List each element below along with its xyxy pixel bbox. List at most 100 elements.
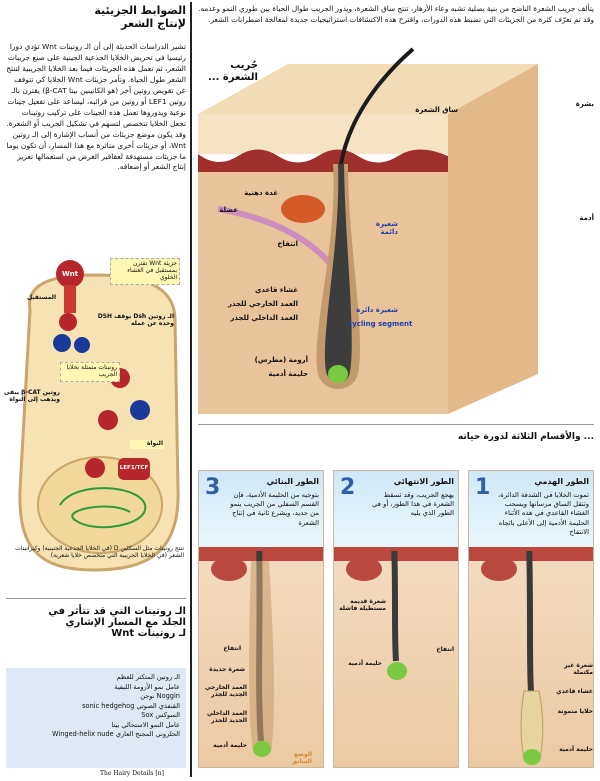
dermal-papilla — [328, 365, 348, 383]
phase-1-label-1: غشاء قاعدي — [556, 688, 593, 695]
gsk-protein — [53, 334, 71, 352]
phase-2-title: الطور الانتهائي — [393, 477, 454, 486]
phase-1-label-0: شعرة غير مكتملة — [564, 662, 593, 676]
cell-bottom-text: تنتج روتينات مثل السكلين D (في الخلايا ا… — [15, 545, 184, 559]
lef-block — [118, 458, 150, 480]
phase-3-label-0: انتفاخ — [223, 645, 241, 652]
label-shaft: ساق الشعرة — [415, 106, 458, 114]
follicle-title-line2: الشعرة ... — [207, 71, 258, 83]
page-footer: The Hairy Details [n] — [100, 770, 164, 777]
phase-1-number: 1 — [475, 475, 491, 500]
follicle-title: جُريب الشعرة ... — [198, 60, 258, 83]
left-title-line1: الضوابط الجزيئية — [94, 4, 186, 17]
label-sebaceous: غدة دهنية — [244, 189, 278, 197]
left-bottom-title-line3: لـ روتينات Wnt — [111, 628, 186, 639]
block-front-epidermis — [198, 114, 448, 154]
protein-item: Noggin نوجن — [140, 692, 180, 701]
left-bottom-title-line1: الـ روتينات التي قد تتأثر في — [48, 606, 186, 617]
phase-2-sky — [334, 471, 458, 547]
phase-3-gland — [211, 557, 247, 581]
phase-panel-1: 1 الطور الهدمي تموت الخلايا في الشدفة ال… — [468, 470, 594, 768]
phase-2-shaft-path — [391, 551, 399, 662]
phase-1-desc: تموت الخلايا في الشدفة الدائرة، وتنقل ال… — [498, 491, 589, 536]
left-bottom-title-line2: الجلد مع المسار الإشاري — [65, 617, 186, 628]
yellow-note: جزيئة Wnt تقترن بمستقبل في الغشاء الخلوي — [110, 258, 180, 285]
label-dermis: أدمة — [579, 214, 594, 222]
left-bottom-title: الـ روتينات التي قد تتأثر في الجلد مع ال… — [6, 606, 186, 639]
receptor-label: المستقبل — [26, 294, 56, 301]
left-title: الضوابط الجزيئية لإنتاج الشعر — [6, 4, 186, 30]
protein-item: عامل النمو الاستحالي بيتا — [111, 720, 180, 729]
nucleus-shape — [37, 456, 163, 554]
phase-3-papilla — [253, 741, 271, 757]
label-inner-sheath: الغمد الداخلي للجذر — [230, 314, 298, 322]
phase-2-number: 2 — [340, 475, 356, 500]
right-section-divider — [198, 424, 594, 425]
sebaceous-gland — [281, 195, 325, 223]
phase-panel-3: 3 الطور البنائي بتوجيه من الحليمة الأدمي… — [198, 470, 324, 768]
bcat-nuclear — [85, 458, 105, 478]
protein-list-box: الـ روتين المتكثر للعظم عامل نمو الأرومة… — [6, 668, 186, 768]
cell-diagram-svg — [18, 260, 180, 572]
phase-3-desc: بتوجيه من الحليمة الأدمية، فإن القسم الس… — [230, 491, 319, 527]
phase-1-title: الطور الهدمي — [534, 477, 589, 486]
label-papilla: حليمة أدمية — [268, 370, 308, 378]
phase-3-label-1: شعرة جديدة — [209, 666, 245, 673]
follicle-inner — [324, 164, 352, 383]
phase-1-papilla — [523, 749, 541, 765]
bcat-c — [98, 410, 118, 430]
cell-diagram: جزيئة Wnt تقترن بمستقبل في الغشاء الخلوي… — [0, 250, 190, 600]
phase-3-sheath-path — [249, 561, 275, 751]
block-blood-layer — [198, 149, 448, 172]
column-divider — [190, 2, 192, 777]
follicle-block: جُريب الشعرة ... بشرة أدمة ساق الشعرة غد… — [198, 44, 598, 424]
phase-3-title: الطور البنائي — [266, 477, 319, 486]
old-position-label: الوضع السابق — [291, 751, 312, 765]
hair-shaft — [339, 47, 415, 165]
left-body-text: تشير الدراسات الحديثة إلى أن الـ روتينات… — [6, 42, 186, 172]
label-matrix: أرومة (مطرس) — [254, 356, 308, 364]
phases-heading: ... والأقسام الثلاثة لدورة حياته — [457, 432, 594, 442]
label-epidermis: بشرة — [575, 100, 594, 108]
protein-item: الـ روتين المتكثر للعظم — [116, 673, 180, 681]
label-outer-sheath: الغمد الخارجي للجذر — [227, 300, 298, 308]
left-section-divider — [6, 598, 186, 599]
right-intro: يتألف جريب الشعرة الناضج من بنية بصلية ت… — [198, 4, 594, 24]
phase-2-follicle — [346, 551, 407, 680]
apc-protein — [74, 337, 90, 353]
bcat-text: روتين β-CAT يبقى ويذهب إلى النواة — [3, 389, 60, 403]
lef-label: LEF1/TCF — [119, 465, 149, 471]
protein-item: السوكس Sox — [141, 711, 180, 720]
dna-strand — [59, 487, 147, 529]
phase-1-gland — [481, 557, 517, 581]
dsh-protein — [59, 313, 77, 331]
phase-3-sky — [199, 471, 323, 547]
phase-2-label-2: انتفاخ — [436, 646, 454, 653]
label-membrane: غشاء قاعدي — [254, 286, 298, 294]
phase-3-label-3: الغمد الداخلي الجديد للجذر — [207, 710, 247, 724]
phase-1-shaft-path — [526, 551, 534, 692]
follicle-svg — [198, 47, 538, 414]
bcat-b — [130, 400, 150, 420]
protein-item: عامل نمو الأرومة الليفية — [114, 682, 180, 691]
phase-1-label-3: حليمة أدمية — [559, 746, 593, 753]
label-cycling-en: cycling segment — [348, 320, 413, 328]
phase-1-sky — [469, 471, 593, 547]
inner-box: روتينات متمثلة بخلايا الجريب — [60, 362, 120, 382]
wnt-ligand — [56, 260, 84, 288]
protein-item: الحلزوني المجنح العاري Winged-helix nude — [52, 730, 180, 739]
nucleus-label: النواة — [130, 440, 164, 449]
block-right-face — [448, 64, 538, 414]
phase-2-papilla — [387, 662, 407, 680]
label-cycling: شعيرة دائرة — [356, 306, 398, 314]
phase-1-follicle — [481, 551, 544, 765]
phase-1-label-2: خلايا متموتة — [557, 708, 593, 715]
left-title-line2: لإنتاج الشعر — [121, 17, 186, 30]
phase-panel-2: 2 الطور الانتهائي يهجع الجريب، وقد تسقط … — [333, 470, 459, 768]
phase-2-label-1: حليمة أدمية — [348, 660, 382, 667]
dsh-text: الـ روتين Dsh يوقف DSH وحده عن عمله — [97, 313, 174, 327]
phase-2-label-0: شعرة قديمة مستطيلة فاشلة — [339, 598, 386, 612]
label-permanent: شعيرة دائمة — [375, 220, 398, 237]
phase-3-label-4: حليمة أدمية — [213, 742, 247, 749]
receptor-shape — [64, 285, 76, 313]
